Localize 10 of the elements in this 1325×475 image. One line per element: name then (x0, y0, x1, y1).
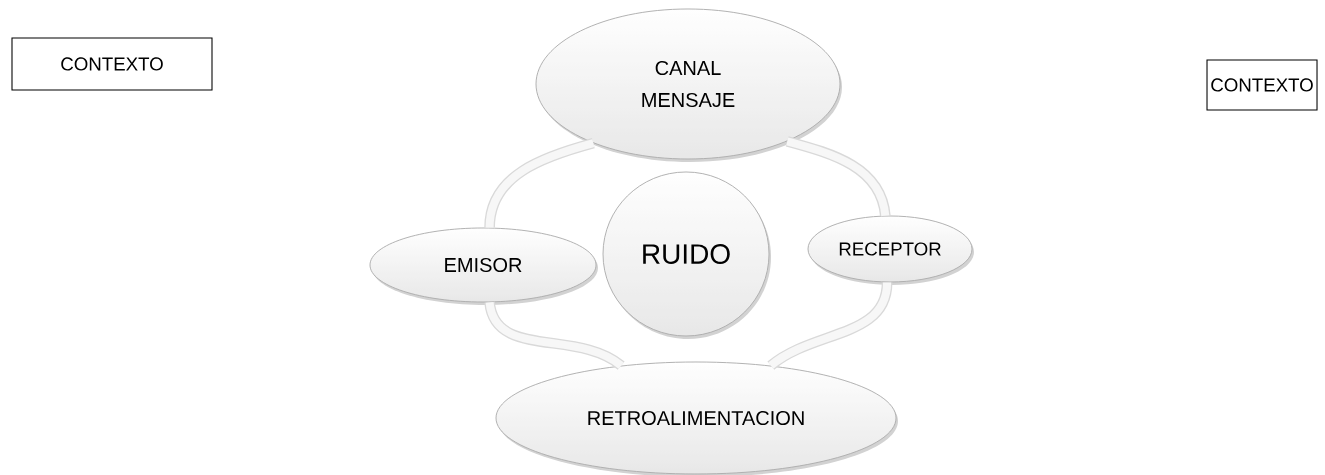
ellipse-node: RECEPTOR (807, 215, 974, 285)
ring-connector (767, 281, 893, 370)
ellipse-node: RETROALIMENTACION (495, 361, 898, 475)
ellipse-node: EMISOR (369, 227, 598, 305)
ellipse-node: CANAL MENSAJE (535, 8, 842, 162)
context-box: CONTEXTO (11, 37, 213, 91)
ring-connector (484, 138, 595, 229)
context-box: CONTEXTO (1206, 59, 1318, 111)
ring-connector (785, 136, 891, 217)
ring-connector (484, 301, 625, 371)
